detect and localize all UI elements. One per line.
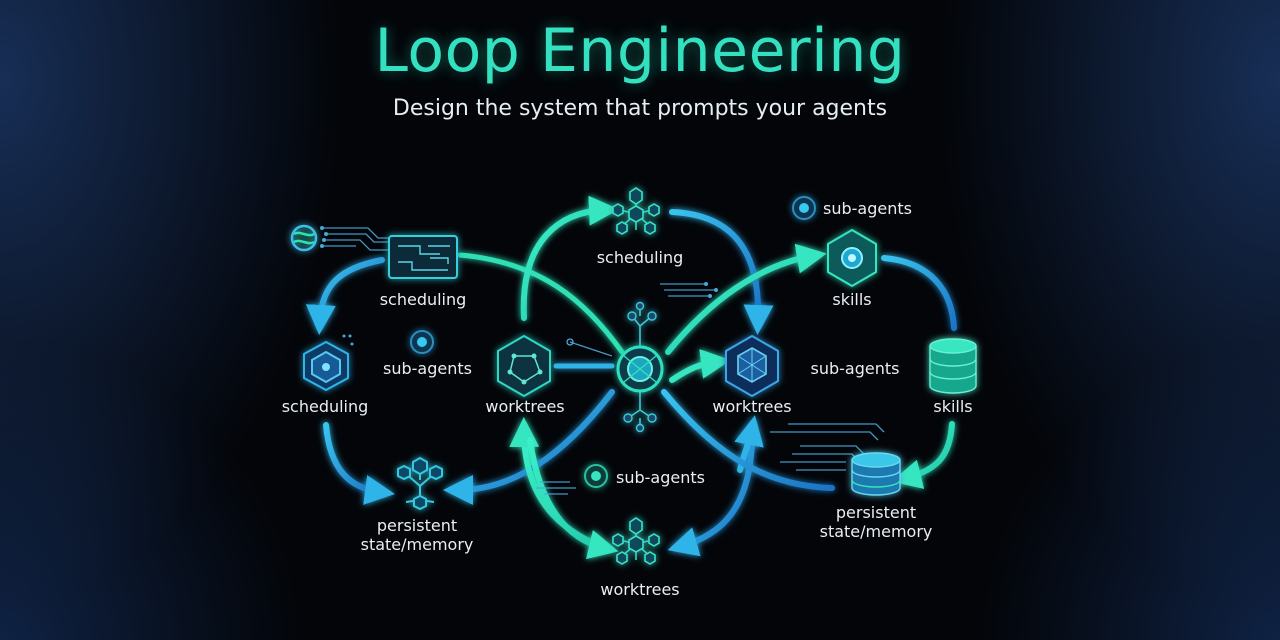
central-agent-hub-icon	[616, 301, 664, 433]
hexagon-network-icon	[497, 334, 551, 398]
flow-arrow-bottom-up-left	[509, 417, 607, 551]
label-sub-agents-left: sub-agents	[383, 359, 472, 378]
flow-arrow-right-worktree-down	[667, 437, 755, 557]
dot-icon-right	[792, 196, 816, 220]
spark-dots	[342, 334, 354, 346]
flow-arrow-left-top-down	[305, 257, 385, 335]
flow-arrow-hub-to-skills	[665, 243, 827, 355]
swirl-logo-icon	[290, 224, 318, 252]
label-persistent-right-line2: state/memory	[819, 522, 933, 541]
label-persistent-left-line2: state/memory	[360, 535, 474, 554]
label-sub-agents-center: sub-agents	[616, 468, 705, 487]
page-subtitle: Design the system that prompts your agen…	[392, 96, 888, 121]
label-sub-agents-right-top: sub-agents	[823, 199, 912, 218]
label-scheduling-left-mid: scheduling	[281, 397, 369, 416]
page-title: Loop Engineering	[374, 16, 906, 86]
memory-database-icon	[851, 452, 901, 496]
database-stack-icon	[929, 338, 977, 394]
flow-line-circuit-to-hub	[457, 252, 625, 355]
hexagon-chip-icon	[303, 340, 349, 392]
label-worktrees-center-right: worktrees	[712, 397, 792, 416]
flow-arrow-left-mid-down	[323, 422, 395, 505]
network-hub-bottom-icon	[612, 517, 660, 565]
label-sub-agents-right-mid: sub-agents	[810, 359, 900, 378]
label-worktrees-center-left: worktrees	[485, 397, 565, 416]
label-persistent-memory-left: persistent state/memory	[361, 516, 474, 554]
label-skills-right-top: skills	[832, 290, 872, 309]
network-hub-top-icon	[612, 187, 660, 235]
label-scheduling-left-top: scheduling	[379, 290, 467, 309]
label-scheduling-top: scheduling	[596, 248, 684, 267]
network-tree-icon	[397, 456, 443, 511]
flow-line-skills-to-db	[881, 255, 957, 331]
flow-arrow-db-to-memory	[891, 421, 955, 489]
circuit-traces	[322, 227, 885, 495]
flow-arrow-left-worktree-down	[527, 437, 619, 560]
label-persistent-right-line1: persistent	[835, 503, 917, 522]
label-persistent-left-line1: persistent	[376, 516, 458, 535]
label-skills-right: skills	[933, 397, 973, 416]
flow-arrow-top-to-right-worktree	[669, 209, 774, 335]
dot-icon-left	[410, 330, 434, 354]
flow-arrow-hub-to-right-worktree	[669, 348, 731, 383]
flow-line-hub-to-right-memory	[661, 389, 835, 491]
hexagon-cube-icon	[725, 334, 779, 398]
label-persistent-memory-right: persistent state/memory	[820, 503, 933, 541]
hexagon-core-icon	[827, 228, 877, 288]
label-worktrees-bottom: worktrees	[600, 580, 680, 599]
circuit-board-icon	[388, 235, 458, 279]
dot-icon-center	[584, 464, 608, 488]
flow-arrow-worktree-up	[520, 195, 619, 321]
